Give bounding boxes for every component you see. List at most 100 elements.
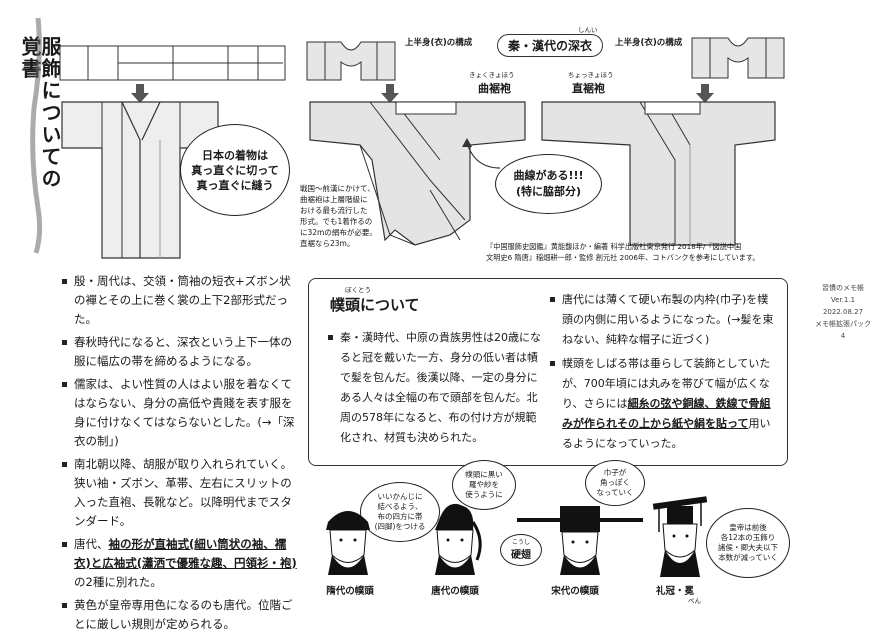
- down-arrow-icon: [131, 84, 149, 103]
- bullet-text: 南北朝以降、胡服が取り入れられていく。狭い袖・ズボン、革帯、左右にスリットの入っ…: [74, 457, 293, 528]
- warring-states-note: 戦国〜前漢にかけて、 曲裾袍は上層階級に おける最も流行した 形式。でも1着作る…: [300, 183, 390, 249]
- futou-ruby: ぼくとう: [345, 286, 371, 294]
- bullet-text: 殷・周代は、交領・筒袖の短衣+ズボン状の襌とその上に巻く裳の上下2部形式だった。: [74, 274, 291, 326]
- bullet-text: 唐代には薄くて硬い布製の内枠(巾子)を幞頭の内側に用いるようになった。(→髪を束…: [562, 293, 774, 346]
- tang-futou-label: 唐代の幞頭: [431, 586, 479, 597]
- tang-futou-head-illustration: [435, 503, 482, 575]
- bubble-line: 日本の着物は: [201, 148, 268, 162]
- yingjiao-text: 硬翅: [511, 550, 531, 561]
- song-futou-head-illustration: [517, 506, 643, 575]
- quju-pao-illustration: [309, 101, 526, 246]
- history-bullet-list: 殷・周代は、交領・筒袖の短衣+ズボン状の襌とその上に巻く裳の上下2部形式だった。…: [62, 272, 297, 638]
- bullet-text: 用いるようになっていった。: [562, 417, 771, 450]
- bullet-text: 幞頭をしばる帯は垂らして装飾としていたが、700年頃には丸みを帯びて幅が広くなり…: [562, 357, 771, 410]
- note-line: 曲裾袍は上層階級に: [300, 195, 368, 204]
- note-line: 直裾なら23m。: [300, 239, 355, 248]
- liguan-mian-label: 礼冠・冕: [655, 586, 694, 597]
- yingjiao-label: こうし 硬翅: [500, 534, 542, 566]
- note-line: に32mの絹布が必要。: [300, 228, 377, 237]
- down-arrow-icon: [381, 84, 399, 103]
- upper-garment-pattern-diagram: [306, 41, 396, 81]
- note-line: 戦国〜前漢にかけて、: [300, 184, 375, 193]
- bubble-line: 諸侯・卿大夫以下: [718, 543, 778, 552]
- sui-futou-label: 隋代の幞頭: [326, 586, 374, 597]
- bullet-item: 幞頭をしばる帯は垂らして装飾としていたが、700年頃には丸みを帯びて幅が広くなり…: [550, 354, 775, 454]
- qin-han-ruby: しんい: [578, 26, 598, 34]
- quju-label: 曲裾袍: [478, 82, 511, 95]
- reference-line: 文明史6 隋唐』稲畑耕一郎・監修 創元社 2006年、コトバンクを参考にしていま…: [486, 253, 760, 262]
- meta-line: Ver.1.1: [830, 296, 856, 304]
- reference-citation: 『中国服飾史図鑑』黄能馥ほか・編著 科学出版社東京発行 2018年/『図説中国 …: [486, 241, 786, 263]
- bullet-text: 儒家は、よい性質の人はよい服を着なくてはならない、身分の高低や貴賤を表す服を身に…: [74, 377, 295, 448]
- zhiju-label: 直裾袍: [572, 82, 605, 95]
- bubble-line: 角っぽく: [600, 478, 630, 487]
- upper-garment-pattern-diagram: [691, 37, 785, 79]
- sui-futou-head-illustration: [326, 511, 370, 575]
- bubble-line: 曲線がある!!!: [513, 169, 584, 182]
- bullet-text: の2種に別れた。: [74, 575, 162, 589]
- song-speech-bubble: 巾子が角っぽくなっていく: [585, 460, 645, 506]
- song-futou-label: 宋代の幞頭: [551, 586, 599, 597]
- kimono-speech-bubble: 日本の着物は 真っ直ぐに切って 真っ直ぐに縫う: [180, 124, 290, 216]
- liguan-mian-head-illustration: [652, 496, 708, 577]
- bullet-text: 唐代、: [74, 537, 109, 551]
- note-line: 形式。でも1着作るの: [300, 217, 373, 226]
- emphasized-text: 袖の形が直袖式(細い筒状の袖、襦衣)と広袖式(瀟洒で優雅な趣、円領衫・袍): [74, 537, 297, 570]
- bubble-line: なっていく: [596, 488, 634, 497]
- bubble-line: 皇帝は前後: [729, 523, 767, 532]
- meta-line: 4: [840, 332, 846, 340]
- bullet-item: 唐代には薄くて硬い布製の内枠(巾子)を幞頭の内側に用いるようになった。(→髪を束…: [550, 290, 775, 350]
- futou-left-bullets: 秦・漢時代、中原の貴族男性は20歳になると冠を戴いた一方、身分の低い者は幘で髪を…: [328, 328, 541, 452]
- futou-box: [308, 278, 788, 466]
- kimono-pattern-diagram: [59, 45, 286, 81]
- bullet-item: 黄色が皇帝専用色になるのも唐代。位階ごとに厳しい規則が定められる。: [62, 596, 297, 634]
- meta-line: 2022.08.27: [822, 308, 864, 316]
- curve-speech-bubble: 曲線がある!!! (特に脇部分): [495, 154, 602, 214]
- meta-line: 習慣のメモ帳: [822, 284, 864, 292]
- reference-line: 『中国服飾史図鑑』黄能馥ほか・編著 科学出版社東京発行 2018年/『図説中国: [486, 242, 742, 251]
- tang-speech-bubble: 幞頭に黒い羅や紗を使うように: [452, 460, 516, 510]
- futou-right-bullets: 唐代には薄くて硬い布製の内枠(巾子)を幞頭の内側に用いるようになった。(→髪を束…: [550, 290, 775, 458]
- qin-han-title: 秦・漢代の深衣: [497, 34, 604, 57]
- bubble-line: 本数が減っていく: [718, 553, 778, 562]
- upper-composition-label-right: 上半身(衣)の構成: [615, 38, 683, 48]
- curve-arrow-icon: [462, 138, 501, 169]
- bullet-item: 南北朝以降、胡服が取り入れられていく。狭い袖・ズボン、革帯、左右にスリットの入っ…: [62, 455, 297, 531]
- bubble-line: (四脚)をつける: [374, 522, 426, 531]
- bullet-item: 春秋時代になると、深衣という上下一体の服に幅広の帯を締めるようになる。: [62, 333, 297, 371]
- bullet-text: 春秋時代になると、深衣という上下一体の服に幅広の帯を締めるようになる。: [74, 335, 293, 368]
- bubble-line: 布の四方に帯: [377, 512, 423, 521]
- liguan-speech-bubble: 皇帝は前後各12本の玉飾り諸侯・卿大夫以下本数が減っていく: [706, 508, 790, 578]
- mian-ruby: べん: [688, 597, 701, 605]
- bullet-item: 秦・漢時代、中原の貴族男性は20歳になると冠を戴いた一方、身分の低い者は幘で髪を…: [328, 328, 541, 448]
- bubble-line: 結べるよう、: [377, 502, 423, 511]
- sui-speech-bubble: いいかんじに結べるよう、布の四方に帯(四脚)をつける: [360, 482, 440, 542]
- zhiju-pao-illustration: [541, 101, 776, 246]
- bubble-line: 使うように: [465, 490, 503, 499]
- bubble-line: 真っ直ぐに縫う: [196, 178, 274, 192]
- bullet-item: 儒家は、よい性質の人はよい服を着なくてはならない、身分の高低や貴賤を表す服を身に…: [62, 375, 297, 451]
- bubble-line: 各12本の玉飾り: [720, 533, 776, 542]
- bubble-line: 幞頭に黒い: [465, 470, 503, 479]
- bullet-item: 唐代、袖の形が直袖式(細い筒状の袖、襦衣)と広袖式(瀟洒で優雅な趣、円領衫・袍)…: [62, 535, 297, 592]
- meta-info: 習慣のメモ帳 Ver.1.1 2022.08.27 メモ帳拡張パック 4: [808, 282, 878, 342]
- zhiju-ruby: ちょっきょほう: [568, 71, 614, 79]
- bubble-line: いいかんじに: [377, 492, 423, 501]
- brush-stroke-decoration: [30, 17, 43, 254]
- bubble-line: 真っ直ぐに切って: [191, 163, 279, 177]
- bullet-text: 黄色が皇帝専用色になるのも唐代。位階ごとに厳しい規則が定められる。: [74, 598, 293, 631]
- futou-title: 幞頭について: [330, 296, 420, 314]
- bullet-text: 秦・漢時代、中原の貴族男性は20歳になると冠を戴いた一方、身分の低い者は幘で髪を…: [340, 331, 541, 444]
- bubble-line: 巾子が: [603, 468, 627, 477]
- upper-composition-label: 上半身(衣)の構成: [405, 38, 473, 48]
- bubble-line: 羅や紗を: [469, 480, 499, 489]
- kimono-illustration: [61, 101, 219, 259]
- quju-ruby: きょくきょほう: [469, 71, 515, 79]
- bubble-line: (特に脇部分): [515, 185, 582, 198]
- emphasized-text: 細糸の弦や銅線、鉄線で骨組みが作られその上から紙や絹を貼って: [562, 397, 771, 430]
- yingjiao-ruby: こうし: [511, 539, 530, 546]
- down-arrow-icon: [696, 84, 714, 103]
- bullet-item: 殷・周代は、交領・筒袖の短衣+ズボン状の襌とその上に巻く裳の上下2部形式だった。: [62, 272, 297, 329]
- meta-line: メモ帳拡張パック: [815, 320, 871, 328]
- note-line: おける最も流行した: [300, 206, 368, 215]
